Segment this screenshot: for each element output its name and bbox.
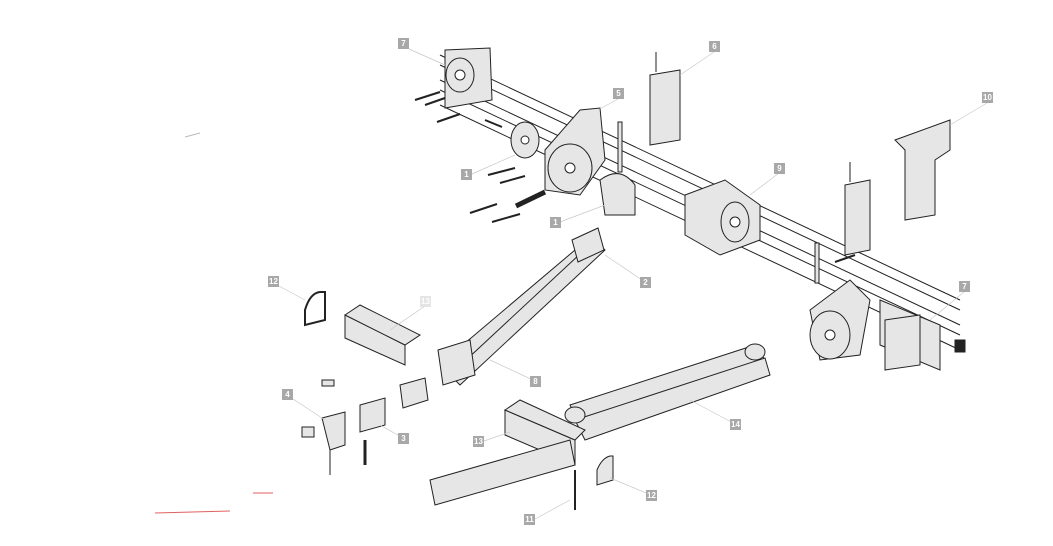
callout-13: 13 [473, 436, 484, 447]
callout-7: 7 [959, 281, 970, 292]
callout-10: 10 [982, 92, 993, 103]
upper-arm [564, 343, 771, 441]
mounting-parts [301, 377, 576, 510]
bolts [414, 91, 856, 263]
callout-5: 5 [613, 88, 624, 99]
clamp-plate-6 [649, 52, 681, 146]
stray-red-mark [154, 510, 231, 514]
callout-12: 12 [268, 276, 279, 287]
callout-4: 4 [282, 389, 293, 400]
callout-7: 7 [398, 38, 409, 49]
hub-assembly [510, 107, 636, 216]
wall-bracket [814, 119, 951, 284]
motor-unit [684, 179, 761, 256]
callout-3: 3 [398, 433, 409, 444]
stray-mark [184, 132, 201, 138]
end-cap-12b [596, 455, 614, 486]
callout-13: 13 [420, 296, 431, 307]
callout-1: 1 [461, 169, 472, 180]
callout-12: 12 [646, 490, 657, 501]
callout-8: 8 [530, 376, 541, 387]
callout-14: 14 [730, 419, 741, 430]
callout-11: 11 [524, 514, 535, 525]
callout-6: 6 [709, 41, 720, 52]
profile-cover-13 [344, 304, 586, 506]
end-bracket-right [809, 279, 966, 371]
end-bracket-left [444, 47, 493, 109]
callout-1: 1 [550, 217, 561, 228]
end-cap-12 [304, 291, 326, 327]
leader-lines [278, 48, 988, 520]
callout-2: 2 [640, 277, 651, 288]
callout-9: 9 [774, 163, 785, 174]
lower-arm [437, 227, 606, 386]
